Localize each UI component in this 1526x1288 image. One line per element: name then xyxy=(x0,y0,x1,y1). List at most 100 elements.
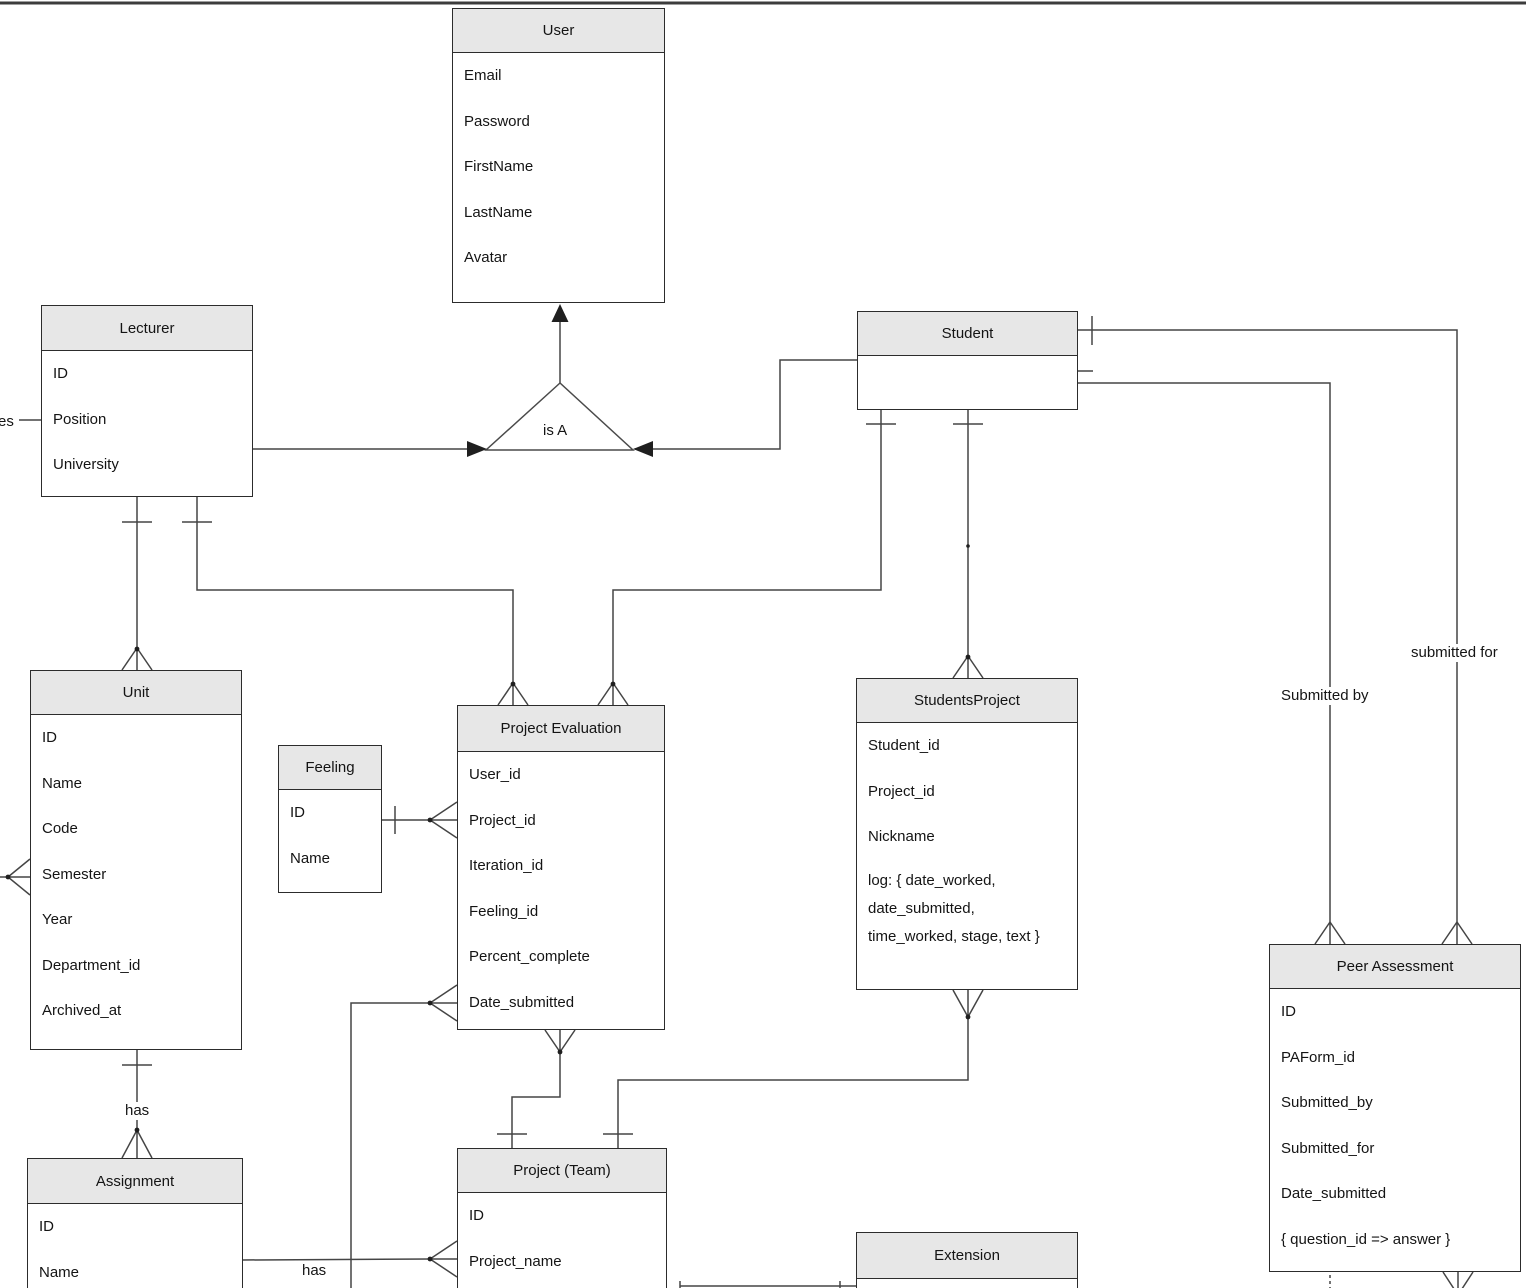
entity-unit-fields: ID Name Code Semester Year Department_id… xyxy=(31,715,241,1034)
edge-label-submitted-by: Submitted by xyxy=(1279,687,1371,705)
entity-field: ID xyxy=(1281,1003,1296,1021)
entity-project-team: Project (Team) ID Project_name xyxy=(457,1148,667,1288)
junction-dot xyxy=(5,874,11,880)
arrowhead-into-isa-left xyxy=(467,441,487,457)
junction-dot xyxy=(427,1000,433,1006)
entity-field: Code xyxy=(42,820,78,838)
entity-field: Archived_at xyxy=(42,1002,122,1020)
entity-assignment-title: Assignment xyxy=(28,1159,242,1204)
connector-student-pa-submitted-by xyxy=(1063,370,1346,945)
entity-field: Date_submitted xyxy=(469,993,575,1011)
entity-unit: Unit ID Name Code Semester Year Departme… xyxy=(30,670,242,1050)
entity-user-fields: Email Password FirstName LastName Avatar xyxy=(453,53,664,281)
entity-field: Project_name xyxy=(469,1252,562,1270)
entity-feeling: Feeling ID Name xyxy=(278,745,382,893)
connector-unit-left xyxy=(0,858,31,896)
entity-field: ID xyxy=(39,1218,54,1236)
connector-studentsproject-project xyxy=(603,989,984,1148)
entity-field: Name xyxy=(290,849,331,867)
entity-field: Name xyxy=(39,1263,80,1281)
connector-student-project-evaluation xyxy=(597,410,896,706)
connector-student-studentsproject xyxy=(952,410,984,679)
entity-field: ID xyxy=(42,729,57,747)
entity-user: User Email Password FirstName LastName A… xyxy=(452,8,665,303)
entity-unit-title: Unit xyxy=(31,671,241,715)
entity-student: Student xyxy=(857,311,1078,410)
isa-triangle xyxy=(484,381,635,451)
entity-field: Semester xyxy=(42,865,107,883)
entity-field: Percent_complete xyxy=(469,948,590,966)
edge-label-is-a: is A xyxy=(543,422,568,439)
edge-label-has-unit-assignment: has xyxy=(123,1102,152,1120)
entity-field: University xyxy=(53,456,119,474)
entity-project-team-title: Project (Team) xyxy=(458,1149,666,1193)
entity-field: Nickname xyxy=(868,828,935,846)
entity-project-evaluation-title: Project Evaluation xyxy=(458,706,664,752)
entity-extension: Extension xyxy=(856,1232,1078,1288)
connector-project-evaluation-left-lower xyxy=(350,984,458,1288)
entity-field: Feeling_id xyxy=(469,902,539,920)
entity-project-evaluation-fields: User_id Project_id Iteration_id Feeling_… xyxy=(458,752,664,1025)
junction-dot xyxy=(134,1127,140,1133)
entity-field: ID xyxy=(290,804,305,822)
entity-field: { question_id => answer } xyxy=(1281,1230,1451,1248)
entity-user-title: User xyxy=(453,9,664,53)
entity-field: Position xyxy=(53,410,107,428)
junction-dot xyxy=(557,1049,563,1055)
entity-lecturer: Lecturer ID Position University xyxy=(41,305,253,497)
edge-label-es-partial: es xyxy=(0,413,14,430)
entity-field: Submitted_by xyxy=(1281,1094,1373,1112)
connector-feeling-project-evaluation xyxy=(382,801,458,839)
arrowhead-into-isa-right xyxy=(633,441,653,457)
entity-lecturer-fields: ID Position University xyxy=(42,351,252,488)
arrowhead-to-user xyxy=(551,304,569,322)
entity-field: log: { date_worked, date_submitted, time… xyxy=(868,871,1040,945)
entity-field: Project_id xyxy=(469,811,536,829)
entity-field: Submitted_for xyxy=(1281,1139,1375,1157)
entity-student-title: Student xyxy=(858,312,1077,356)
entity-peer-assessment-title: Peer Assessment xyxy=(1270,945,1520,989)
connector-student-isa xyxy=(651,359,857,450)
entity-field: PAForm_id xyxy=(1281,1048,1355,1066)
connector-lecturer-project-evaluation xyxy=(182,497,529,706)
junction-dot xyxy=(965,1014,971,1020)
entity-lecturer-title: Lecturer xyxy=(42,306,252,351)
connector-pa-bottom-crowfoot xyxy=(1442,1271,1474,1288)
entity-field: Year xyxy=(42,911,73,929)
entity-field: FirstName xyxy=(464,158,534,176)
entity-feeling-title: Feeling xyxy=(279,746,381,790)
entity-extension-title: Extension xyxy=(857,1233,1077,1279)
entity-field: Email xyxy=(464,67,502,85)
entity-field: Name xyxy=(42,774,83,792)
entity-studentsproject: StudentsProject Student_id Project_id Ni… xyxy=(856,678,1078,990)
connector-assignment-project xyxy=(242,1240,458,1278)
connector-lecturer-unit xyxy=(121,497,153,671)
entity-field: Department_id xyxy=(42,956,141,974)
entity-field: Password xyxy=(464,112,530,130)
junction-dot xyxy=(610,681,616,687)
entity-project-team-fields: ID Project_name xyxy=(458,1193,666,1284)
junction-dot xyxy=(427,817,433,823)
entity-field: Date_submitted xyxy=(1281,1185,1387,1203)
entity-assignment: Assignment ID Name xyxy=(27,1158,243,1288)
junction-dot xyxy=(966,544,970,548)
connector-student-pa-submitted-for xyxy=(1078,316,1473,945)
entity-studentsproject-fields: Student_id Project_id Nickname log: { da… xyxy=(857,723,1077,951)
entity-field: User_id xyxy=(469,766,521,784)
entity-field: Project_id xyxy=(868,782,935,800)
entity-field: Avatar xyxy=(464,249,508,267)
entity-peer-assessment-fields: ID PAForm_id Submitted_by Submitted_for … xyxy=(1270,989,1520,1262)
junction-dot xyxy=(510,681,516,687)
connector-project-extension xyxy=(679,1281,856,1288)
entity-studentsproject-title: StudentsProject xyxy=(857,679,1077,723)
entity-field: Iteration_id xyxy=(469,857,544,875)
entity-field: LastName xyxy=(464,203,533,221)
junction-dot xyxy=(965,654,971,660)
junction-dot xyxy=(134,646,140,652)
edge-label-has-assignment-project: has xyxy=(302,1262,327,1279)
entity-project-evaluation: Project Evaluation User_id Project_id It… xyxy=(457,705,665,1030)
entity-feeling-fields: ID Name xyxy=(279,790,381,881)
entity-field: Student_id xyxy=(868,737,940,755)
edge-label-submitted-for: submitted for xyxy=(1409,644,1500,662)
